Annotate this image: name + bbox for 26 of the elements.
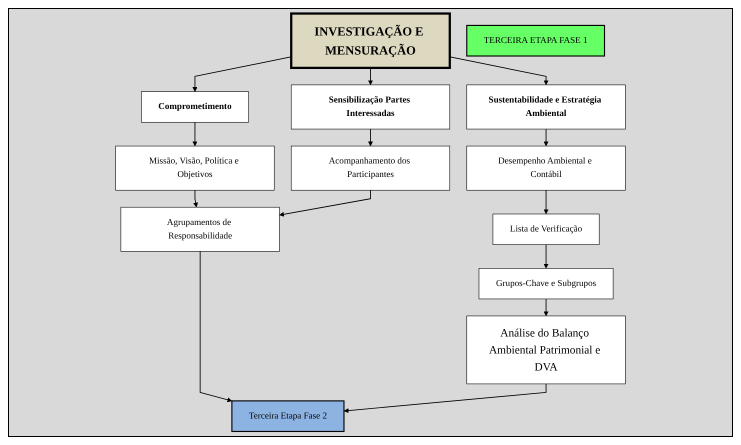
node-box: Sustentabilidade e Estratégia Ambiental — [466, 84, 626, 130]
node-box: Desempenho Ambiental e Contábil — [466, 146, 626, 190]
arrow — [544, 190, 549, 214]
arrow — [192, 56, 292, 92]
node-box: Missão, Visão, Política e Objetivos — [115, 146, 274, 190]
node-box: Grupos-Chave e Subgrupos — [478, 268, 614, 300]
arrow — [544, 128, 549, 146]
node-box: Lista de Verificação — [492, 214, 600, 245]
node-box: Análise do Balanço Ambiental Patrimonial e DVA — [466, 316, 626, 384]
arrow — [544, 298, 549, 316]
node-box: INVESTIGAÇÃO E MENSURAÇÃO — [290, 12, 451, 70]
arrow — [544, 244, 549, 269]
arrow — [279, 190, 371, 217]
arrow — [344, 383, 546, 414]
arrow — [368, 128, 373, 146]
node-box: Acompanhamento dos Participantes — [290, 146, 450, 190]
node-box: Comprometimento — [141, 91, 249, 123]
arrow — [193, 190, 198, 208]
node-box: TERCEIRA ETAPA FASE 1 — [466, 24, 606, 57]
arrow — [200, 250, 232, 402]
node-box: Sensibilização Partes Interessadas — [290, 84, 450, 130]
node-box: Agrupamentos de Responsabilidade — [120, 206, 280, 252]
arrow — [449, 56, 549, 86]
arrow — [192, 122, 198, 146]
arrow — [368, 67, 373, 86]
node-box: Terceira Etapa Fase 2 — [231, 400, 345, 432]
